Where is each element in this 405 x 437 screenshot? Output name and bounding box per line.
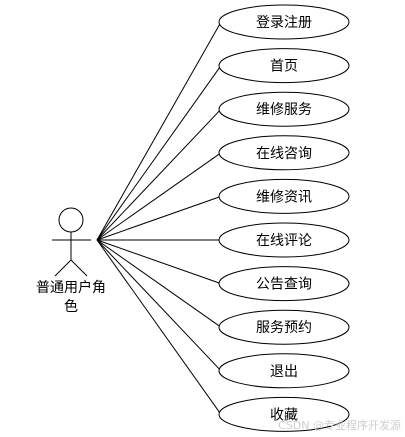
association-line bbox=[96, 21, 222, 241]
association-line bbox=[96, 65, 222, 241]
use-case-label: 收藏 bbox=[270, 407, 298, 423]
association-line bbox=[96, 108, 222, 241]
use-case-label: 维修服务 bbox=[256, 102, 312, 118]
use-case: 收藏 bbox=[218, 396, 350, 432]
use-case-ellipse bbox=[218, 266, 350, 302]
use-case-label: 登录注册 bbox=[256, 15, 312, 31]
use-case: 首页 bbox=[218, 48, 350, 84]
use-case-label: 服务预约 bbox=[256, 320, 312, 336]
association-line bbox=[96, 195, 222, 241]
use-case-ellipse bbox=[218, 4, 350, 40]
use-case: 维修服务 bbox=[218, 91, 350, 127]
use-case: 退出 bbox=[218, 353, 350, 389]
actor-head bbox=[58, 207, 84, 233]
use-case: 在线咨询 bbox=[218, 135, 350, 171]
association-line bbox=[96, 239, 222, 285]
association-lines bbox=[96, 21, 222, 415]
use-case-ellipse bbox=[218, 353, 350, 389]
use-case-label: 首页 bbox=[270, 59, 298, 75]
use-case-label: 退出 bbox=[270, 364, 298, 380]
use-case-label: 公告查询 bbox=[256, 277, 312, 293]
use-case-label: 在线评论 bbox=[256, 233, 312, 249]
actor-label-line1: 普通用户角 bbox=[36, 279, 106, 296]
association-line bbox=[96, 239, 222, 415]
use-case: 在线评论 bbox=[218, 222, 350, 258]
association-line bbox=[96, 239, 222, 372]
actor: 普通用户角 色 bbox=[36, 207, 106, 315]
use-case-ellipse bbox=[218, 178, 350, 214]
use-case-label: 在线咨询 bbox=[256, 146, 312, 162]
use-case-ellipse bbox=[218, 48, 350, 84]
use-case-ellipse bbox=[218, 91, 350, 127]
use-case-ellipse bbox=[218, 135, 350, 171]
use-case-ellipse bbox=[218, 309, 350, 345]
use-case: 登录注册 bbox=[218, 4, 350, 40]
actor-right-leg bbox=[70, 259, 88, 277]
actor-label-line2: 色 bbox=[64, 298, 78, 315]
watermark: CSDN @专业程序开发源 bbox=[278, 418, 401, 432]
use-case: 公告查询 bbox=[218, 266, 350, 302]
use-case: 服务预约 bbox=[218, 309, 350, 345]
use-case-label: 维修资讯 bbox=[256, 189, 312, 205]
use-case: 维修资讯 bbox=[218, 178, 350, 214]
association-line bbox=[96, 152, 222, 241]
use-case-ellipse bbox=[218, 396, 350, 432]
actor-left-leg bbox=[54, 259, 72, 277]
association-line bbox=[96, 239, 222, 328]
use-case-ellipse bbox=[218, 222, 350, 258]
